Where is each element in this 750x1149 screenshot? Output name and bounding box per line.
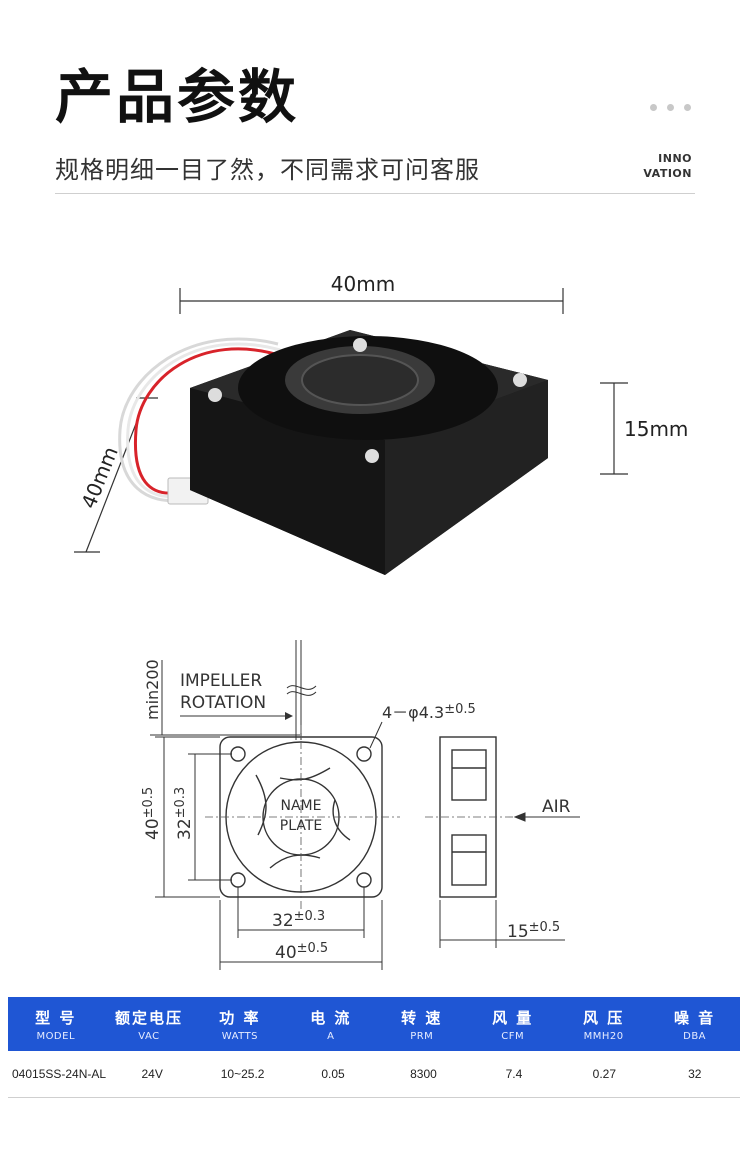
cell-noise: 32 bbox=[688, 1067, 702, 1081]
header-en: VAC bbox=[138, 1030, 160, 1042]
outer-height-dim bbox=[155, 736, 220, 898]
cell-power: 10~25.2 bbox=[220, 1067, 265, 1081]
outer-width-label: 40±0.5 bbox=[275, 941, 328, 963]
header-zh: 风 量 bbox=[492, 1008, 534, 1027]
impeller-label-1: IMPELLER bbox=[180, 671, 262, 691]
badge-line-2: VATION bbox=[643, 167, 692, 180]
fan-wires bbox=[118, 337, 283, 503]
header-current: 电 流 A bbox=[285, 997, 376, 1051]
innovation-badge: INNO VATION bbox=[643, 151, 692, 181]
fan-photo: 40mm 15mm 40mm bbox=[74, 272, 688, 575]
cell-pressure: 0.27 bbox=[592, 1067, 617, 1081]
pitch-width-value: 32 bbox=[272, 911, 294, 931]
pitch-width-dim bbox=[237, 887, 365, 938]
outer-width-value: 40 bbox=[275, 943, 297, 963]
cell-voltage: 24V bbox=[141, 1067, 163, 1081]
header-en: WATTS bbox=[221, 1030, 259, 1042]
depth-dimension: 40mm bbox=[74, 397, 158, 553]
header-pressure: 风 压 MMH20 bbox=[558, 997, 649, 1051]
thickness-tol: ±0.5 bbox=[529, 920, 561, 935]
outer-height-label: 40±0.5 bbox=[141, 787, 163, 840]
technical-drawing: min200 IMPELLER ROTATION NAME PLATE 40±0… bbox=[141, 640, 580, 970]
cell-speed: 8300 bbox=[410, 1067, 437, 1081]
pitch-width-tol: ±0.3 bbox=[294, 909, 326, 924]
header-zh: 噪 音 bbox=[673, 1008, 716, 1027]
pitch-height-label: 32±0.3 bbox=[173, 787, 195, 840]
header-airflow: 风 量 CFM bbox=[467, 997, 558, 1051]
thickness-value: 15 bbox=[507, 922, 529, 942]
header-model: 型 号 MODEL bbox=[8, 997, 103, 1051]
hole-spec-label: 4－φ4.3±0.5 bbox=[382, 702, 476, 722]
height-dimension: 15mm bbox=[600, 382, 688, 475]
air-arrow bbox=[513, 812, 580, 822]
lead-length-label: min200 bbox=[143, 659, 162, 720]
header-zh: 风 压 bbox=[583, 1008, 625, 1027]
spec-table: 型 号 MODEL 额定电压 VAC 功 率 WATTS 电 流 A 转 速 PRM 风 … bbox=[8, 997, 740, 1098]
lead-length-dim bbox=[150, 660, 300, 736]
pitch-height-value: 32 bbox=[175, 818, 195, 840]
hole-spec-value: 4－φ4.3 bbox=[382, 703, 444, 722]
header-power: 功 率 WATTS bbox=[194, 997, 285, 1051]
header-en: DBA bbox=[683, 1030, 707, 1042]
thickness-dim bbox=[439, 900, 565, 948]
outer-width-dim bbox=[219, 900, 383, 970]
header-zh: 电 流 bbox=[310, 1008, 352, 1027]
header-en: MODEL bbox=[36, 1030, 76, 1042]
center-lines bbox=[205, 725, 400, 910]
header-en: PRM bbox=[410, 1030, 434, 1042]
width-label: 40mm bbox=[331, 272, 395, 296]
header-zh: 额定电压 bbox=[114, 1008, 183, 1027]
lead-wire bbox=[286, 640, 317, 740]
cell-current: 0.05 bbox=[321, 1067, 345, 1081]
header-divider bbox=[55, 193, 695, 194]
decorative-dots bbox=[650, 104, 691, 111]
width-dimension: 40mm bbox=[179, 272, 564, 314]
header-speed: 转 速 PRM bbox=[376, 997, 467, 1051]
cell-airflow: 7.4 bbox=[505, 1067, 523, 1081]
fan-body bbox=[190, 330, 548, 575]
header-en: MMH20 bbox=[583, 1030, 624, 1042]
pitch-width-label: 32±0.3 bbox=[272, 909, 325, 931]
page-title: 产品参数 bbox=[55, 63, 300, 131]
impeller-label-2: ROTATION bbox=[180, 693, 266, 713]
table-row: 04015SS-24N-AL 24V 10~25.2 0.05 8300 7.4… bbox=[8, 1051, 740, 1098]
depth-label: 40mm bbox=[76, 443, 122, 512]
height-label: 15mm bbox=[624, 417, 688, 441]
header-en: CFM bbox=[501, 1030, 525, 1042]
header-zh: 型 号 bbox=[35, 1008, 77, 1027]
cell-model: 04015SS-24N-AL bbox=[12, 1067, 107, 1081]
pitch-height-tol: ±0.3 bbox=[173, 787, 188, 819]
pitch-height-dim bbox=[188, 753, 232, 881]
header-zh: 功 率 bbox=[219, 1008, 261, 1027]
outer-width-tol: ±0.5 bbox=[297, 941, 329, 956]
air-label: AIR bbox=[542, 797, 571, 817]
header-en: A bbox=[327, 1030, 335, 1042]
page-subtitle: 规格明细一目了然，不同需求可问客服 bbox=[55, 156, 480, 184]
header-zh: 转 速 bbox=[401, 1008, 443, 1027]
outer-height-tol: ±0.5 bbox=[141, 787, 156, 819]
header-voltage: 额定电压 VAC bbox=[103, 997, 194, 1051]
spec-table-header: 型 号 MODEL 额定电压 VAC 功 率 WATTS 电 流 A 转 速 PRM 风 … bbox=[8, 997, 740, 1051]
hole-spec-tol: ±0.5 bbox=[444, 702, 476, 717]
thickness-label: 15±0.5 bbox=[507, 920, 560, 942]
header-noise: 噪 音 DBA bbox=[649, 997, 740, 1051]
badge-line-1: INNO bbox=[658, 152, 692, 165]
outer-height-value: 40 bbox=[143, 818, 163, 840]
